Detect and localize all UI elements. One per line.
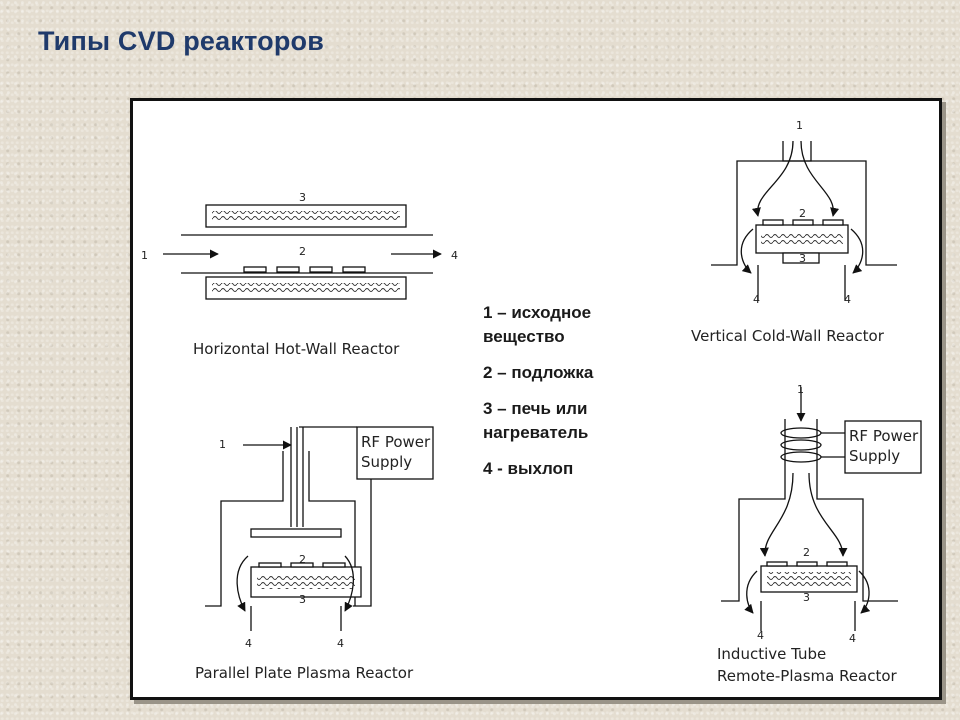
exhaust-flow-arrow [344,555,354,612]
chamber-wall-right [816,419,898,602]
heater-coil [767,572,851,586]
rf-power-box [844,420,922,474]
chamber-wall-right [782,141,897,266]
legend-item: 4 - выхлоп [483,459,574,478]
rf-ground-lead [353,479,372,607]
gas-flow-arrow [759,472,794,557]
marker-1: 1 [219,438,226,451]
marker-4: 4 [844,293,851,306]
heater-coil [761,232,843,246]
gas-feed-tubes [290,427,304,527]
substrate [796,561,818,567]
marker-4: 4 [849,632,856,645]
substrate [766,561,788,567]
substrate [822,219,844,226]
substrate [762,219,784,226]
gas-flow-arrow [751,140,794,217]
chamber-wall-left [205,451,284,607]
gas-flow-arrow [800,140,840,217]
horizontal-reactor: 3 2 1 4 Horizontal Hot-Wall Reactor [141,191,458,358]
vertical-reactor-label: Vertical Cold-Wall Reactor [691,327,885,345]
substrate [290,562,314,568]
vertical-reactor: 1 2 3 4 4 Vertical Cold-Wall Reactor [691,119,897,345]
induction-coil-turn [780,451,822,463]
rf-power-label: RF Power [849,427,919,445]
rf-power-label: Supply [849,447,900,465]
exhaust-flow-arrow [744,570,758,614]
heating-coil-bottom [212,283,400,293]
marker-4: 4 [757,629,764,642]
rf-power-label: RF Power [361,433,431,451]
marker-3: 3 [299,593,306,606]
rf-lead [821,432,845,458]
inductive-reactor-label: Remote-Plasma Reactor [717,667,898,685]
substrate [243,266,267,273]
marker-4: 4 [245,637,252,650]
marker-4: 4 [451,249,458,262]
induction-coil-turn [780,439,822,451]
marker-2: 2 [299,553,306,566]
exhaust-ports [760,601,856,631]
induction-coil-turn [780,427,822,439]
chamber-wall-left [721,419,786,602]
marker-2: 2 [299,245,306,258]
marker-3: 3 [299,191,306,204]
diagram-panel: 3 2 1 4 Horizontal Hot-Wall Reactor 1 2 … [130,98,942,700]
substrate [342,266,366,273]
substrate [258,562,282,568]
legend-item: 3 – печь или нагреватель [483,399,589,442]
inductive-tube-reactor: RF Power Supply 1 2 3 4 4 Inductive Tub [717,383,922,685]
substrate [276,266,300,273]
substrate [309,266,333,273]
marker-3: 3 [803,591,810,604]
exhaust-flow-arrow [850,228,864,274]
showerhead-electrode [250,528,342,538]
parallel-plate-reactor: RF Power Supply 2 3 1 4 4 Parallel Plate… [195,426,434,682]
marker-4: 4 [753,293,760,306]
rf-power-box [356,426,434,480]
heating-coil-top [212,211,400,221]
legend: 1 – исходное вещество 2 – подложка 3 – п… [483,301,653,493]
slide-title: Типы CVD реакторов [38,26,325,56]
exhaust-ports [250,606,342,631]
substrate [322,562,346,568]
marker-4: 4 [337,637,344,650]
parallel-plate-reactor-label: Parallel Plate Plasma Reactor [195,664,414,682]
marker-3: 3 [799,252,806,265]
substrate [792,219,814,226]
cvd-diagrams: 3 2 1 4 Horizontal Hot-Wall Reactor 1 2 … [141,119,922,685]
chamber-wall-left [711,141,812,266]
rf-power-label: Supply [361,453,412,471]
exhaust-flow-arrow [858,570,871,614]
exhaust-flow-arrow [236,555,249,612]
chamber-wall-right [308,451,356,606]
marker-1: 1 [797,383,804,396]
marker-1: 1 [796,119,803,132]
exhaust-flow-arrow [740,228,754,274]
legend-item: 1 – исходное вещество [483,303,592,346]
marker-2: 2 [799,207,806,220]
horizontal-reactor-label: Horizontal Hot-Wall Reactor [193,340,400,358]
legend-item: 2 – подложка [483,363,594,382]
gas-flow-arrow [808,472,848,557]
heater-coil [257,575,355,589]
marker-2: 2 [803,546,810,559]
marker-1: 1 [141,249,148,262]
heater-stand [782,252,820,264]
inductive-reactor-label: Inductive Tube [717,645,826,663]
exhaust-ports [757,265,846,301]
substrate [826,561,848,567]
